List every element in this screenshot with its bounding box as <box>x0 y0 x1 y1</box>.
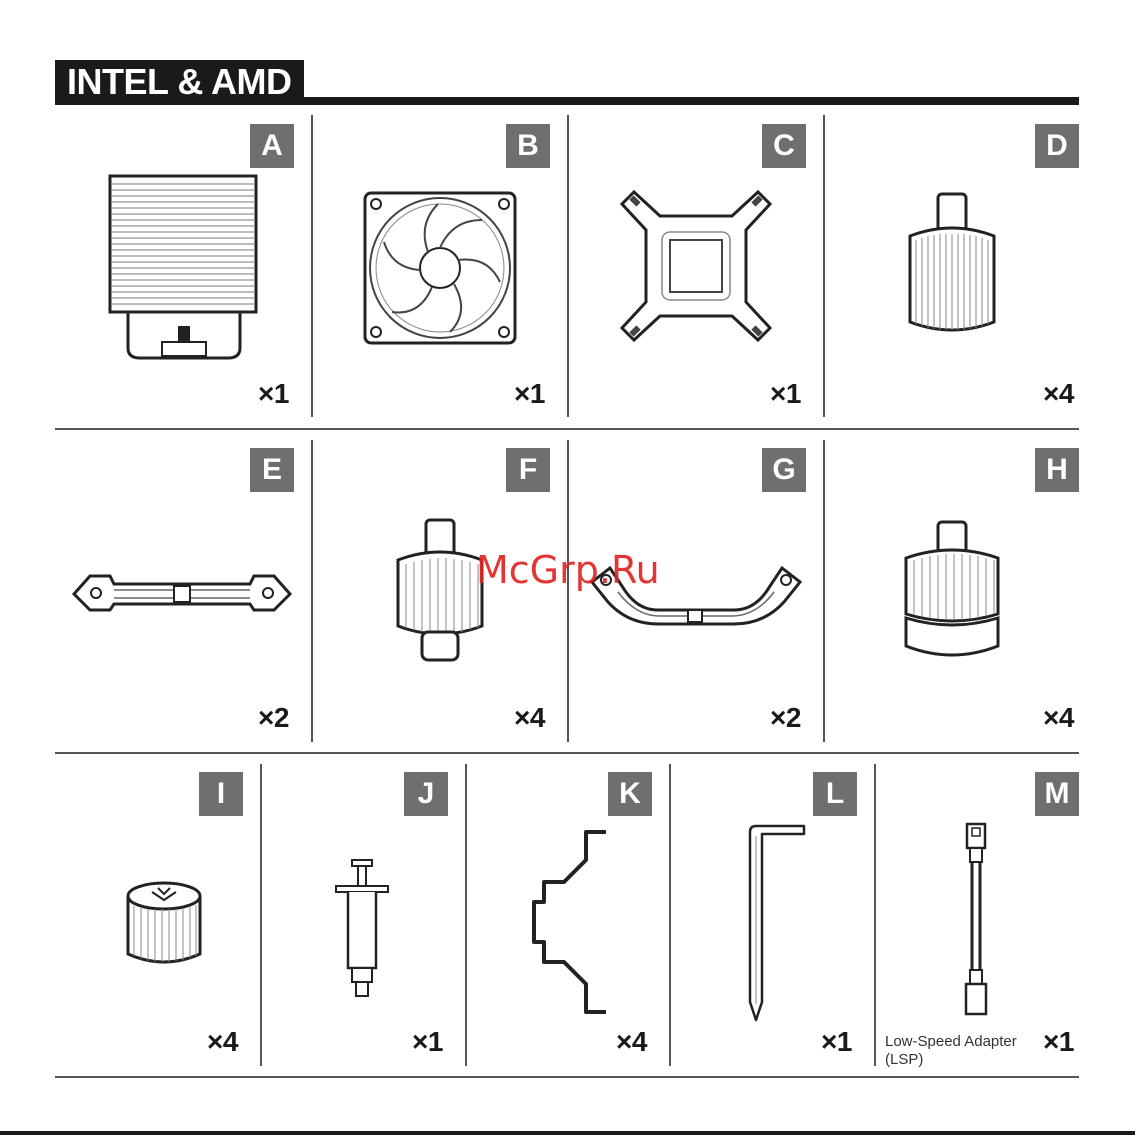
part-qty-k: ×4 <box>616 1026 647 1058</box>
section-heading: INTEL & AMD <box>55 60 304 102</box>
cpu-cooler-heatsink-icon <box>100 170 270 365</box>
part-letter-a: A <box>250 124 294 168</box>
part-letter-e: E <box>250 448 294 492</box>
part-qty-f: ×4 <box>514 702 545 734</box>
part-letter-h: H <box>1035 448 1079 492</box>
part-qty-h: ×4 <box>1043 702 1074 734</box>
part-letter-m: M <box>1035 772 1079 816</box>
lsp-cable-icon <box>958 820 994 1020</box>
part-qty-j: ×1 <box>412 1026 443 1058</box>
part-qty-e: ×2 <box>258 702 289 734</box>
backplate-icon <box>616 186 776 346</box>
part-qty-m: ×1 <box>1043 1026 1074 1058</box>
standoff-sleeve-icon <box>902 518 1002 666</box>
part-qty-b: ×1 <box>514 378 545 410</box>
row-divider <box>55 752 1079 754</box>
part-qty-l: ×1 <box>821 1026 852 1058</box>
column-divider <box>823 440 825 742</box>
part-letter-f: F <box>506 448 550 492</box>
part-letter-d: D <box>1035 124 1079 168</box>
part-letter-j: J <box>404 772 448 816</box>
column-divider <box>311 440 313 742</box>
column-divider <box>567 115 569 417</box>
column-divider <box>465 764 467 1066</box>
watermark: McGrp.Ru <box>476 548 660 592</box>
column-divider <box>260 764 262 1066</box>
part-letter-b: B <box>506 124 550 168</box>
row-divider <box>55 428 1079 430</box>
part-letter-i: I <box>199 772 243 816</box>
standoff-icon <box>904 190 1000 338</box>
column-divider <box>874 764 876 1066</box>
part-letter-g: G <box>762 448 806 492</box>
hex-key-icon <box>744 822 810 1024</box>
column-divider <box>823 115 825 417</box>
fan-clip-icon <box>520 826 616 1018</box>
thermal-paste-syringe-icon <box>332 856 392 1000</box>
part-qty-a: ×1 <box>258 378 289 410</box>
column-divider <box>311 115 313 417</box>
page-bottom-rule <box>0 1131 1135 1135</box>
part-qty-c: ×1 <box>770 378 801 410</box>
thumb-nut-icon <box>124 880 204 972</box>
part-letter-c: C <box>762 124 806 168</box>
lsp-note: Low-Speed Adapter (LSP) <box>885 1033 1017 1069</box>
part-qty-g: ×2 <box>770 702 801 734</box>
fan-icon <box>362 190 518 346</box>
row-divider <box>55 1076 1079 1078</box>
mounting-bar-flat-icon <box>70 570 294 616</box>
part-qty-i: ×4 <box>207 1026 238 1058</box>
part-letter-k: K <box>608 772 652 816</box>
heading-rule <box>55 97 1079 105</box>
part-letter-l: L <box>813 772 857 816</box>
column-divider <box>669 764 671 1066</box>
standoff-double-icon <box>392 516 488 664</box>
part-qty-d: ×4 <box>1043 378 1074 410</box>
